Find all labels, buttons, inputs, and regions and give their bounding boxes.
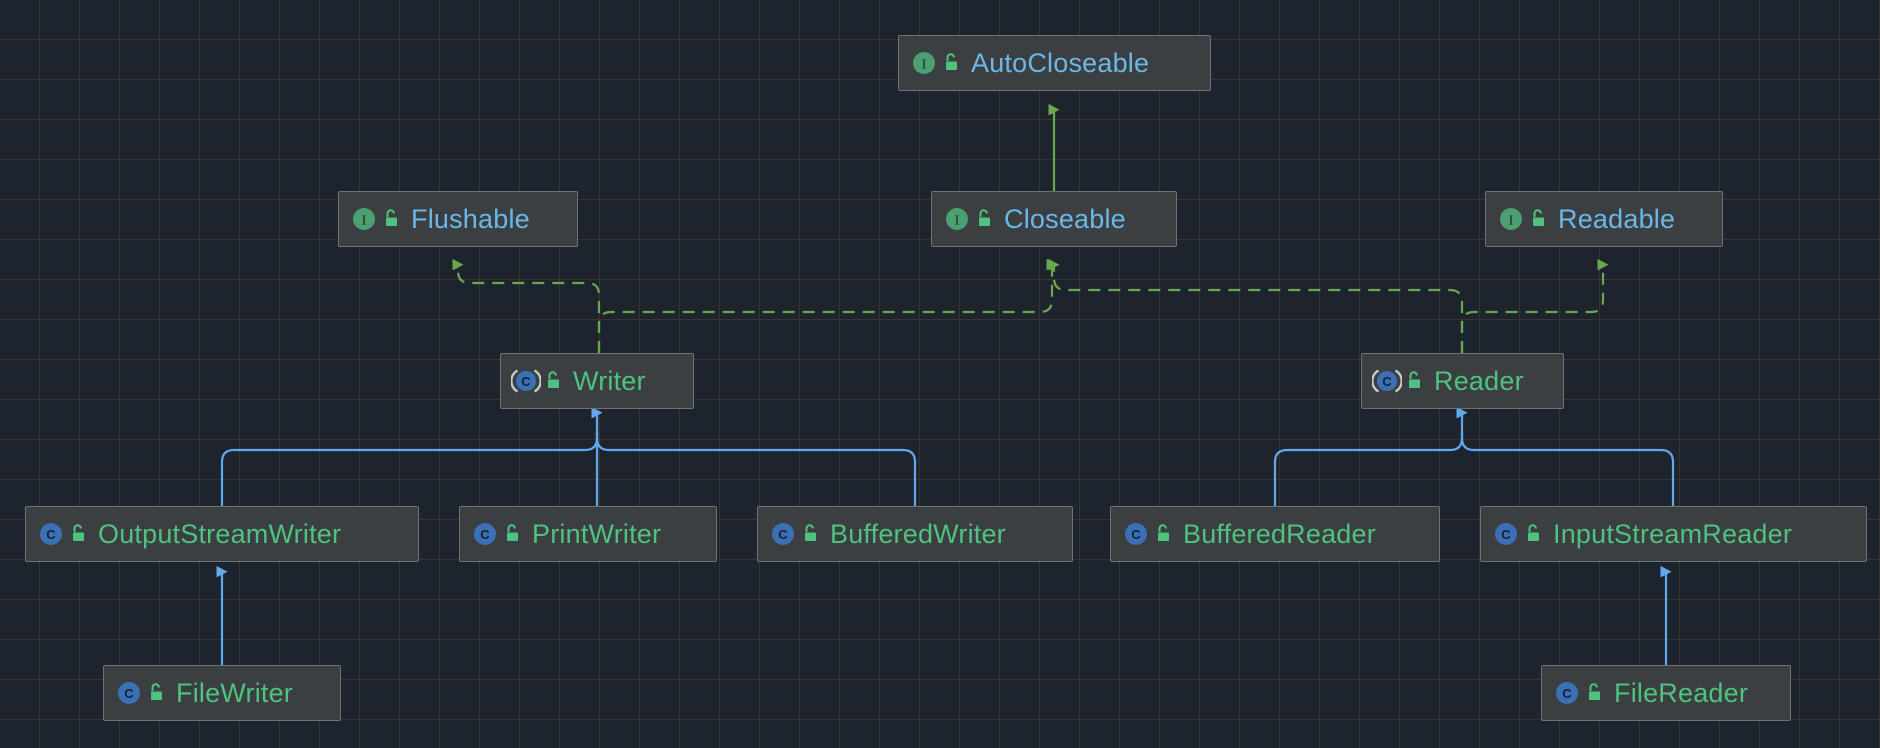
unlock-icon	[146, 682, 166, 704]
svg-text:C: C	[124, 686, 134, 701]
unlock-icon	[68, 523, 88, 545]
svg-text:C: C	[521, 374, 531, 389]
abstract-class-icon: C	[510, 366, 542, 396]
node-label: Writer	[573, 365, 646, 396]
node-flushable[interactable]: I Flushable	[338, 191, 578, 247]
node-label: BufferedReader	[1183, 518, 1376, 549]
class-icon: C	[1552, 678, 1582, 708]
node-label: OutputStreamWriter	[98, 518, 342, 549]
edge-bufferedreader-to-reader	[1273, 413, 1462, 506]
svg-text:I: I	[922, 58, 927, 73]
interface-icon: I	[349, 204, 379, 234]
unlock-icon	[381, 208, 401, 230]
node-closeable[interactable]: I Closeable	[931, 191, 1177, 247]
svg-text:C: C	[46, 527, 56, 542]
svg-text:C: C	[1501, 527, 1511, 542]
edge-outputstreamwriter-to-writer	[220, 432, 599, 506]
node-outputstreamwriter[interactable]: C OutputStreamWriter	[25, 506, 419, 562]
node-bufferedreader[interactable]: C BufferedReader	[1110, 506, 1440, 562]
unlock-icon	[502, 523, 522, 545]
node-label: AutoCloseable	[971, 47, 1150, 78]
node-bufferedwriter[interactable]: C BufferedWriter	[757, 506, 1073, 562]
edge-inputstreamreader-to-reader	[1460, 432, 1675, 506]
node-label: Reader	[1434, 365, 1524, 396]
svg-text:C: C	[1382, 374, 1392, 389]
unlock-icon	[800, 523, 820, 545]
edge-writer-to-flushable	[458, 265, 601, 353]
class-icon: C	[470, 519, 500, 549]
svg-text:I: I	[362, 214, 367, 229]
svg-text:I: I	[955, 214, 960, 229]
node-printwriter[interactable]: C PrintWriter	[459, 506, 717, 562]
svg-text:C: C	[480, 527, 490, 542]
class-icon: C	[1121, 519, 1151, 549]
node-label: FileWriter	[176, 677, 294, 708]
svg-text:C: C	[778, 527, 788, 542]
node-label: FileReader	[1614, 677, 1749, 708]
unlock-icon	[974, 208, 994, 230]
node-inputstreamreader[interactable]: C InputStreamReader	[1480, 506, 1867, 562]
node-label: InputStreamReader	[1553, 518, 1793, 549]
class-icon: C	[36, 519, 66, 549]
unlock-icon	[1523, 523, 1543, 545]
edge-writer-to-closeable	[597, 265, 1052, 353]
class-icon: C	[1491, 519, 1521, 549]
node-autocloseable[interactable]: I AutoCloseable	[898, 35, 1211, 91]
interface-icon: I	[1496, 204, 1526, 234]
node-label: PrintWriter	[532, 518, 662, 549]
unlock-icon	[1404, 370, 1424, 392]
unlock-icon	[1584, 682, 1604, 704]
unlock-icon	[1153, 523, 1173, 545]
edge-bufferedwriter-to-writer	[595, 432, 917, 506]
node-label: BufferedWriter	[830, 518, 1006, 549]
node-readable[interactable]: I Readable	[1485, 191, 1723, 247]
class-icon: C	[768, 519, 798, 549]
edge-reader-to-readable	[1460, 265, 1603, 353]
interface-icon: I	[942, 204, 972, 234]
node-filewriter[interactable]: C FileWriter	[103, 665, 341, 721]
abstract-class-icon: C	[1371, 366, 1403, 396]
interface-icon: I	[909, 48, 939, 78]
unlock-icon	[1528, 208, 1548, 230]
node-writer[interactable]: C Writer	[500, 353, 694, 409]
svg-text:C: C	[1562, 686, 1572, 701]
node-label: Readable	[1558, 203, 1676, 234]
node-label: Flushable	[411, 203, 530, 234]
edge-reader-to-closeable	[1054, 265, 1464, 353]
class-icon: C	[114, 678, 144, 708]
node-label: Closeable	[1004, 203, 1126, 234]
unlock-icon	[941, 52, 961, 74]
node-filereader[interactable]: C FileReader	[1541, 665, 1791, 721]
svg-text:I: I	[1509, 214, 1514, 229]
svg-text:C: C	[1131, 527, 1141, 542]
unlock-icon	[543, 370, 563, 392]
node-reader[interactable]: C Reader	[1361, 353, 1564, 409]
